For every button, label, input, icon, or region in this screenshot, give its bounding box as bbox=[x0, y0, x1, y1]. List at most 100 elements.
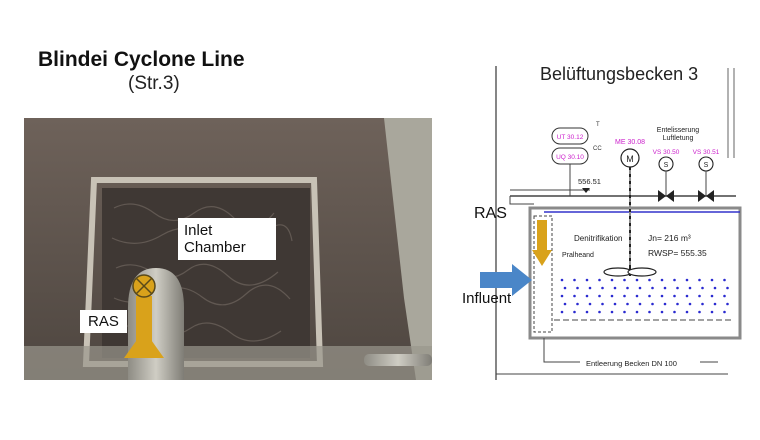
aeration-bubble bbox=[573, 278, 576, 282]
aeration-bubble bbox=[723, 310, 726, 314]
aeration-bubble bbox=[688, 286, 692, 290]
aeration-bubble bbox=[723, 294, 726, 298]
aeration-bubble bbox=[598, 278, 601, 282]
tag-ut: UT 30.12 bbox=[557, 134, 584, 141]
volume-label: Jn= 216 m³ bbox=[648, 233, 691, 243]
enteisserung-line1: Entelisserung bbox=[657, 127, 700, 134]
denitrifikation-label: Denitrifikation bbox=[574, 234, 622, 243]
aeration-bubble bbox=[663, 286, 667, 290]
switch-s2: S bbox=[704, 162, 709, 169]
aeration-bubble bbox=[685, 278, 689, 282]
aeration-bubble bbox=[635, 278, 639, 282]
schem-ras-arrow-shaft bbox=[537, 220, 547, 250]
aeration-bubble bbox=[698, 278, 701, 282]
enteisserung-line2: Luftletung bbox=[663, 135, 694, 142]
aeration-bubble bbox=[726, 302, 729, 306]
aeration-bubble bbox=[585, 310, 589, 314]
schematic-title: Belüftungsbecken 3 bbox=[540, 64, 699, 84]
aeration-bubble bbox=[710, 278, 714, 282]
mixer-blade-right bbox=[627, 267, 657, 277]
aeration-bubble bbox=[626, 286, 629, 290]
basin-schematic: M ME 30.08 UT 30.12 UQ 30.10 T CC 556.51… bbox=[480, 66, 742, 380]
aeration-bubble bbox=[573, 294, 576, 298]
left-subtitle: (Str.3) bbox=[128, 73, 180, 94]
level-556: 556.51 bbox=[578, 177, 601, 186]
aeration-bubble bbox=[610, 310, 614, 314]
aeration-bubble bbox=[563, 286, 567, 290]
aeration-bubble bbox=[651, 302, 654, 306]
aeration-bubble bbox=[673, 278, 676, 282]
aeration-bubble bbox=[601, 286, 604, 290]
aeration-bubble bbox=[560, 294, 564, 298]
aeration-bubble bbox=[676, 286, 679, 290]
photo-wall-right bbox=[384, 118, 432, 380]
aeration-bubble bbox=[688, 302, 692, 306]
aeration-bubble bbox=[626, 302, 629, 306]
aeration-bubble bbox=[613, 302, 617, 306]
mixer-motor bbox=[620, 148, 640, 168]
inlet-label-line1: Inlet bbox=[184, 222, 213, 239]
aeration-bubble bbox=[713, 286, 717, 290]
aeration-bubble bbox=[676, 302, 679, 306]
aeration-bubble bbox=[588, 302, 592, 306]
tag-cc: CC bbox=[593, 146, 602, 152]
aeration-bubble bbox=[698, 294, 701, 298]
pralheand-label: Pralheand bbox=[562, 252, 594, 259]
ras-photo-label: RAS bbox=[80, 310, 127, 333]
aeration-bubble bbox=[560, 278, 564, 282]
aeration-bubble bbox=[660, 294, 664, 298]
aeration-bubble bbox=[710, 294, 714, 298]
schem-influent-arrow bbox=[480, 264, 532, 296]
rwsp-label: RWSP= 555.35 bbox=[648, 248, 707, 258]
aeration-bubble bbox=[563, 302, 567, 306]
aeration-bubble bbox=[638, 286, 642, 290]
aeration-bubbles bbox=[560, 278, 729, 314]
aeration-bubble bbox=[723, 278, 726, 282]
aeration-bubble bbox=[673, 310, 676, 314]
switch-s1: S bbox=[664, 162, 669, 169]
left-title: Blindei Cyclone Line bbox=[38, 48, 245, 71]
motor-symbol: M bbox=[626, 154, 634, 164]
drain-label: Entleerung Becken DN 100 bbox=[586, 359, 677, 368]
aeration-bubble bbox=[648, 294, 651, 298]
aeration-bubble bbox=[598, 294, 601, 298]
aeration-bubble bbox=[726, 286, 729, 290]
aeration-bubble bbox=[576, 302, 579, 306]
aeration-bubble bbox=[685, 310, 689, 314]
aeration-bubble bbox=[610, 294, 614, 298]
aeration-bubble bbox=[660, 310, 664, 314]
aeration-bubble bbox=[698, 310, 701, 314]
aeration-bubble bbox=[623, 278, 626, 282]
ras-arrow-head bbox=[124, 330, 164, 358]
aeration-bubble bbox=[701, 302, 704, 306]
tag-uq: UQ 30.10 bbox=[556, 154, 584, 161]
aeration-bubble bbox=[685, 294, 689, 298]
aeration-bubble bbox=[701, 286, 704, 290]
tag-me: ME 30.08 bbox=[615, 139, 645, 146]
aeration-bubble bbox=[576, 286, 579, 290]
instrument-ut bbox=[551, 127, 589, 145]
aeration-bubble bbox=[623, 294, 626, 298]
inlet-label-line2: Chamber bbox=[184, 239, 246, 256]
aeration-bubble bbox=[660, 278, 664, 282]
photo-walkway bbox=[24, 346, 432, 380]
aeration-bubble bbox=[713, 302, 717, 306]
aeration-bubble bbox=[613, 286, 617, 290]
aeration-bubble bbox=[588, 286, 592, 290]
inlet-chamber-photo bbox=[24, 118, 432, 380]
schematic-ras-label: RAS bbox=[474, 205, 507, 222]
aeration-bubble bbox=[598, 310, 601, 314]
inlet-chamber-label: Inlet Chamber bbox=[178, 218, 276, 260]
tag-t: T bbox=[596, 122, 600, 128]
aeration-bubble bbox=[648, 310, 651, 314]
aeration-bubble bbox=[573, 310, 576, 314]
aeration-bubble bbox=[651, 286, 654, 290]
aeration-bubble bbox=[635, 294, 639, 298]
schematic-influent-label: Influent bbox=[462, 290, 512, 307]
aeration-bubble bbox=[638, 302, 642, 306]
aeration-bubble bbox=[585, 294, 589, 298]
ras-arrow-shaft bbox=[136, 296, 152, 346]
aeration-bubble bbox=[635, 310, 639, 314]
aeration-bubble bbox=[710, 310, 714, 314]
aeration-bubble bbox=[601, 302, 604, 306]
